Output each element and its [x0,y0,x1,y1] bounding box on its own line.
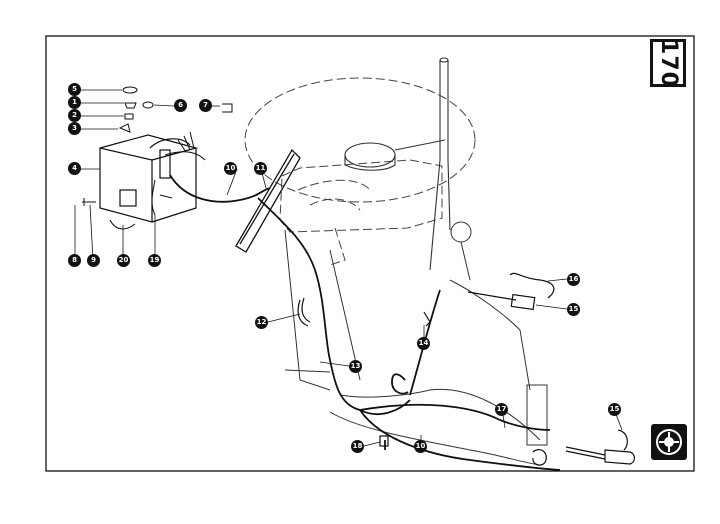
connector-12 [297,297,311,327]
callout-16: 16 [567,273,580,286]
diagram-frame [45,35,695,472]
callout-1: 1 [68,96,81,109]
callout-15-upper: 15 [567,303,580,316]
callout-3: 3 [68,122,81,135]
callout-6: 6 [174,99,187,112]
callout-4: 4 [68,162,81,175]
callout-9: 9 [87,254,100,267]
switch-assembly [423,272,555,327]
manufacturer-logo-icon [651,424,687,460]
callout-14: 14 [417,337,430,350]
wiring-harness [169,174,561,471]
box-wires [109,131,206,230]
mirror-panel [235,148,301,253]
callout-5: 5 [68,83,81,96]
callout-20: 20 [117,254,130,267]
callout-19: 19 [148,254,161,267]
callout-11: 11 [254,162,267,175]
callout-15-lower: 15 [608,403,621,416]
callout-18: 18 [351,440,364,453]
callout-17: 17 [495,403,508,416]
callout-2: 2 [68,109,81,122]
steering-column [344,57,451,271]
page-number-badge: 170 [650,39,686,87]
callout-7: 7 [199,99,212,112]
callout-13: 13 [349,360,362,373]
logo-mark [656,429,682,455]
callout-12: 12 [255,316,268,329]
control-box [99,134,199,223]
bottom-switch [379,429,636,466]
callout-8: 8 [68,254,81,267]
small-parts [82,86,233,206]
page-number: 170 [655,38,681,88]
floor-column [284,221,548,466]
callout-10-bottom: 10 [414,440,427,453]
callout-10-top: 10 [224,162,237,175]
